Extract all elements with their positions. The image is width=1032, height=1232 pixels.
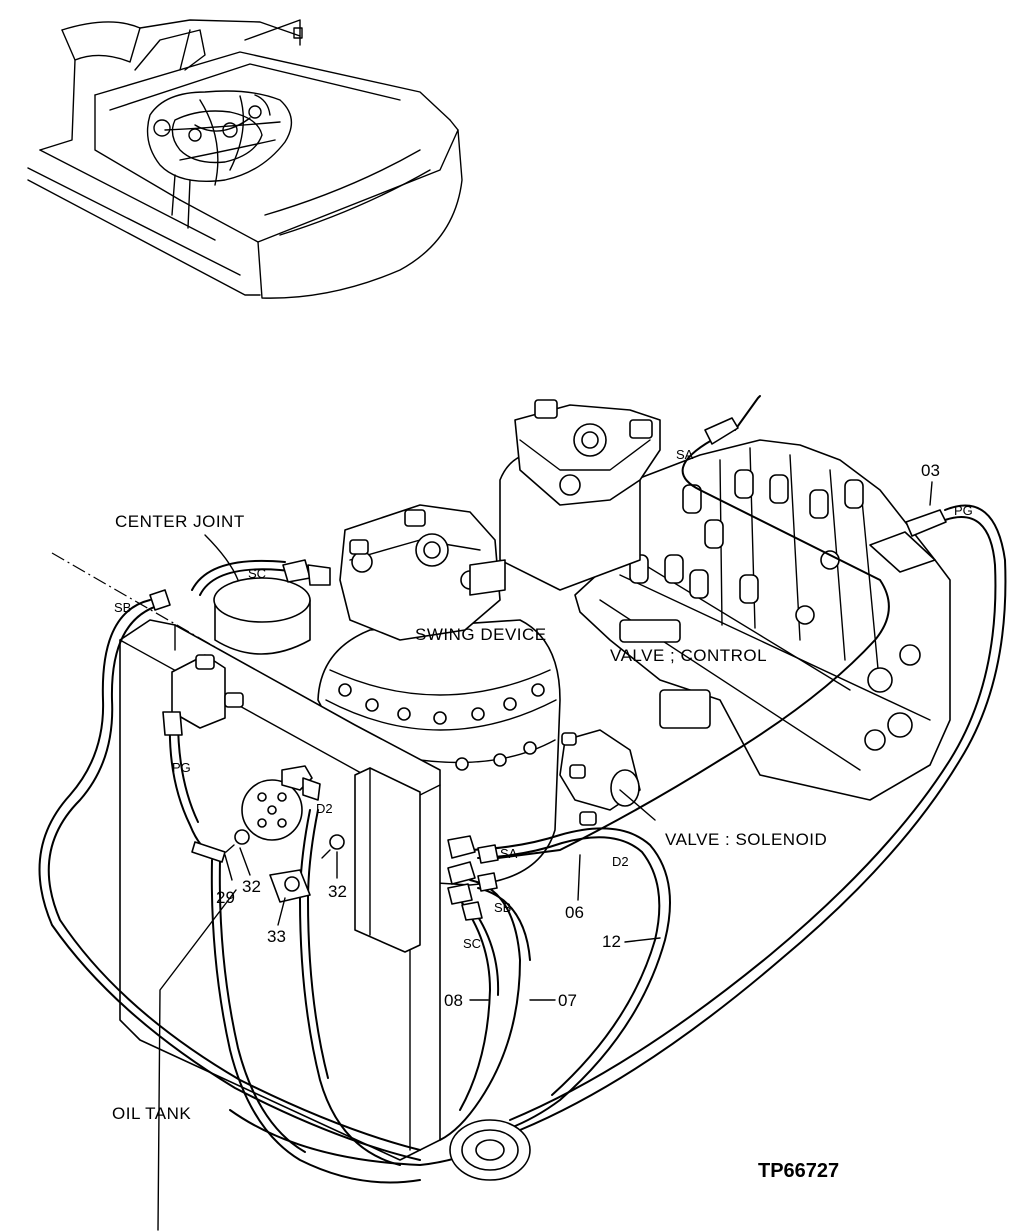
part-03: 03 [921,461,940,480]
port-sb-left: SB [114,600,131,615]
part-07: 07 [558,991,577,1010]
hose-sb-left [47,604,421,1151]
solenoid-valve [559,729,641,826]
hose-clamp [449,1119,531,1181]
part-32-a: 32 [242,877,261,896]
label-valve-solenoid: VALVE : SOLENOID [665,830,827,849]
label-center-joint: CENTER JOINT [115,512,245,531]
label-oil-tank: OIL TANK [112,1104,191,1123]
label-swing-device: SWING DEVICE [415,625,547,644]
port-sa-top: SA [676,447,694,462]
part-08: 08 [444,991,463,1010]
port-sb-mid: SB [494,900,511,915]
hose-pg-right [229,504,1007,1166]
port-sc-top: SC [248,566,266,581]
hose-sa-top [497,439,890,859]
part-32-b: 32 [328,882,347,901]
pilot-block [499,399,661,591]
hose-d2-left [299,809,401,1166]
swing-device [317,504,561,886]
clamp-29 [191,841,226,863]
hose-sc-top [199,568,301,596]
port-pg-right: PG [954,503,973,518]
center-joint [213,577,311,655]
part-12: 12 [602,932,621,951]
leader-lines [157,481,933,1231]
machine-location-inset [27,19,463,299]
figure-code: TP66727 [758,1160,839,1182]
hose-sa-mid [469,827,671,1141]
port-d2-left: D2 [316,801,333,816]
part-33: 33 [267,927,286,946]
bolts-32 [225,829,345,859]
label-valve-control: VALVE ; CONTROL [610,646,767,665]
part-29: 29 [216,888,235,907]
hose-sb-mid [439,879,521,1141]
port-sc-mid: SC [463,936,481,951]
port-sa-mid: SA [500,846,518,861]
hoses [38,395,1007,1184]
port-d2-mid: D2 [612,854,629,869]
hose-sc-mid [459,899,491,1111]
part-06: 06 [565,903,584,922]
port-pg-left: PG [172,760,191,775]
bracket-33 [269,869,311,903]
control-valve [574,439,951,801]
